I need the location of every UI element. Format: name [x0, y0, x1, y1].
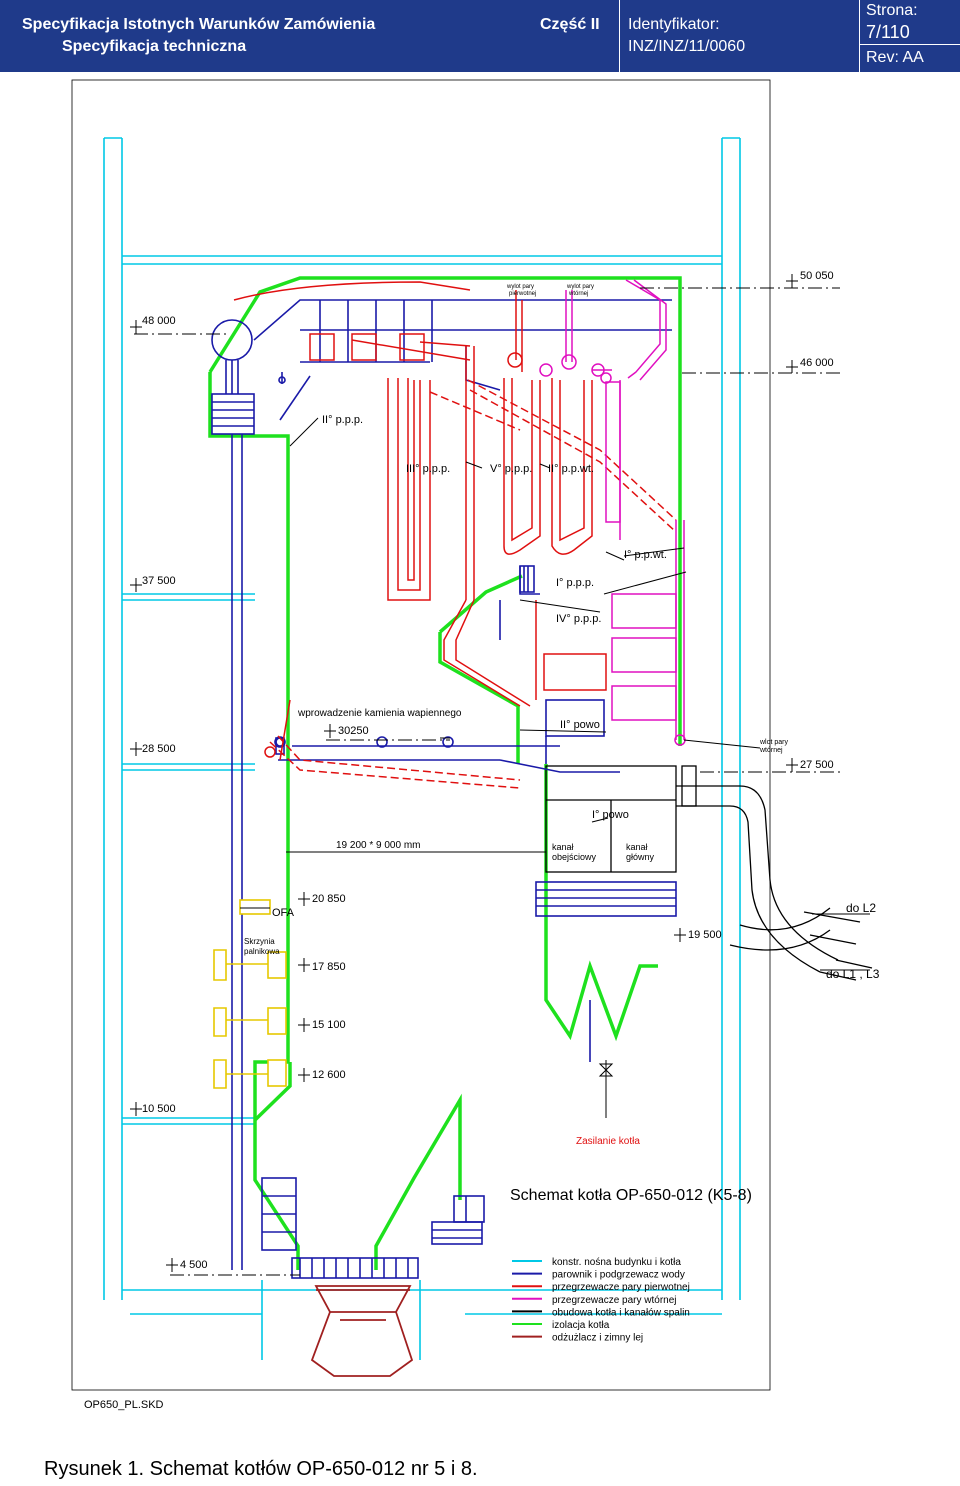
label-bypass-channel-1: kanał [552, 842, 574, 852]
leader-lines [240, 417, 870, 1118]
elev-46000: 46 000 [800, 357, 834, 369]
header-divider [860, 44, 960, 45]
label-main-channel-1: kanał [626, 842, 648, 852]
reheaters [539, 279, 686, 746]
label-inlet-secondary-1: wlot pary [759, 739, 789, 746]
elev-15100: 15 100 [312, 1019, 346, 1031]
diagram-legend: konstr. nośna budynku i kotła parownik i … [512, 1257, 690, 1344]
doc-part: Część II [540, 16, 600, 33]
label-iii-ppp: III° p.p.p. [406, 463, 450, 475]
header-title-cell: Specyfikacja Istotnych Warunków Zamówien… [0, 0, 620, 72]
label-ofa: OFA [272, 907, 295, 919]
elevation-ticks [130, 274, 798, 1272]
elev-37500: 37 500 [142, 575, 176, 587]
slag-remover [310, 1285, 414, 1377]
label-i-powo: I° powo [592, 809, 629, 821]
label-to-l2: do L2 [846, 901, 876, 915]
revision: Rev: AA [866, 49, 924, 66]
label-outlet-primary-1: wylot pary [506, 284, 534, 290]
document-header: Specyfikacja Istotnych Warunków Zamówien… [0, 0, 960, 72]
elev-20850: 20 850 [312, 893, 346, 905]
label-bypass-channel-2: obejściowy [552, 852, 597, 862]
boiler-schematic: 50 050 48 000 46 000 37 500 28 500 30250… [71, 79, 880, 1391]
label-i-ppp: I° p.p.p. [556, 577, 594, 589]
label-main-channel-2: główny [626, 852, 655, 862]
identifier-value: INZ/INZ/11/0060 [628, 38, 746, 55]
label-to-l1-l3: do L1 , L3 [826, 967, 880, 981]
boiler-casing [545, 765, 873, 981]
page-label: Strona: [866, 2, 918, 19]
elev-27500: 27 500 [800, 759, 834, 771]
header-identifier-cell: Identyfikator: INZ/INZ/11/0060 [620, 0, 860, 72]
label-limestone-intro: wprowadzenie kamienia wapiennego [297, 708, 462, 719]
label-ii-powo: II° powo [560, 719, 600, 731]
figure-caption: Rysunek 1. Schemat kotłów OP-650-012 nr … [44, 1458, 478, 1480]
diagram-title: Schemat kotła OP-650-012 (K5-8) [510, 1187, 752, 1204]
elev-50050: 50 050 [800, 270, 834, 282]
drawing-frame [71, 79, 771, 1391]
elev-19500: 19 500 [688, 929, 722, 941]
label-boiler-feed: Zasilanie kotła [576, 1136, 640, 1147]
elev-17850: 17 850 [312, 961, 346, 973]
elevation-lines [134, 287, 840, 1276]
primary-steam-lines [269, 379, 677, 789]
identifier-label: Identyfikator: [628, 16, 720, 33]
burner-boxes [213, 899, 287, 1089]
page-number: 7/110 [866, 22, 910, 42]
legend-label: obudowa kotła i kanałów spalin [552, 1307, 690, 1318]
label-ii-ppp: II° p.p.p. [322, 414, 363, 426]
label-burner-box-2: palnikowa [244, 947, 280, 956]
legend-label: konstr. nośna budynku i kotła [552, 1257, 681, 1268]
primary-superheaters [233, 281, 607, 761]
label-dimension: 19 200 * 9 000 mm [336, 840, 421, 851]
label-outlet-secondary-2: wtórnej [568, 291, 588, 297]
elev-10500: 10 500 [142, 1103, 176, 1115]
legend-label: przegrzewacze pary wtórnej [552, 1295, 677, 1306]
diagram-labels: 50 050 48 000 46 000 37 500 28 500 30250… [142, 270, 880, 1271]
building-structure [103, 137, 741, 1360]
header-page-cell: Strona: 7/110 Rev: AA [860, 0, 960, 72]
label-burner-box-1: Skrzynia [244, 937, 275, 946]
boiler-insulation [208, 276, 682, 1270]
file-id: OP650_PL.SKD [84, 1399, 164, 1411]
elev-28500: 28 500 [142, 743, 176, 755]
elev-12600: 12 600 [312, 1069, 346, 1081]
label-outlet-primary-2: pierwotnej [509, 291, 536, 297]
legend-label: odżużlacz i zimny lej [552, 1333, 643, 1344]
legend-label: przegrzewacze pary pierwotnej [552, 1282, 690, 1293]
label-iv-ppp: IV° p.p.p. [556, 613, 601, 625]
label-outlet-secondary-1: wylot pary [566, 284, 594, 290]
elev-48000: 48 000 [142, 315, 176, 327]
elev-4500: 4 500 [180, 1259, 208, 1271]
doc-subtitle: Specyfikacja techniczna [62, 38, 247, 55]
label-inlet-secondary-2: wtórnej [759, 747, 783, 754]
legend-label: parownik i podgrzewacz wody [552, 1270, 685, 1281]
doc-title: Specyfikacja Istotnych Warunków Zamówien… [22, 16, 376, 33]
elev-30250: 30250 [338, 725, 369, 737]
label-ii-ppwt: II° p.p.wt. [548, 463, 594, 475]
label-i-ppwt: I° p.p.wt. [624, 549, 667, 561]
legend-label: izolacja kotła [552, 1320, 610, 1331]
label-v-ppp: V° p.p.p. [490, 463, 532, 475]
